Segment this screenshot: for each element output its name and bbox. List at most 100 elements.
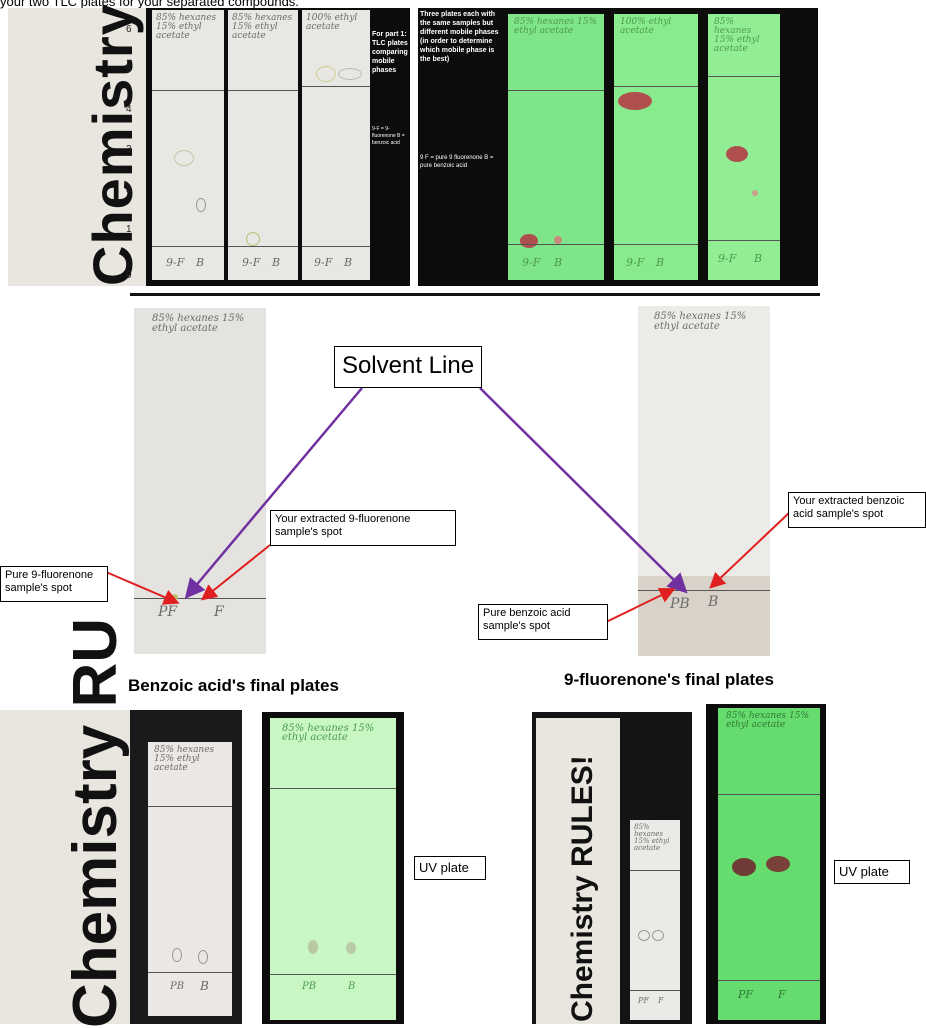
ruler [8,8,146,286]
origin-line [152,246,224,247]
callout-extracted-benzoic: Your extracted benzoic acid sample's spo… [788,492,926,528]
caption-fluorenone: 9-fluorenone's final plates [564,670,774,689]
plate-bottom-label: F [214,604,224,620]
bottom-right-uv-photo: 85% hexanes 15% ethyl acetate PF F [706,704,826,1024]
ruler [0,710,130,1024]
plate-bottom-label: PF [158,604,178,620]
plate-bottom-label: 9-F [314,256,333,269]
ruler-brand: Chemistry RU [61,618,130,1028]
sample-spot [732,858,756,876]
uv-plate: 85% hexanes 15% ethyl acetate 9-F B [508,14,604,280]
solvent-line [270,788,396,789]
solvent-line [152,90,224,91]
plate-header: 85% hexanes 15% ethyl acetate [726,711,810,730]
sample-spot [308,940,318,954]
spot-outline [196,198,206,212]
solvent-line [614,86,698,87]
ruler-number: 3 [126,144,132,155]
plate-note-legend: 9 F = pure 9 fluorenone B = pure benzoic… [420,155,494,169]
spot-outline [172,948,182,962]
solvent-line [708,76,780,77]
plate-bottom-label: B [754,252,763,265]
solvent-line [148,806,232,807]
solvent-line [718,794,820,795]
tlc-plate: 85% hexanes 15% ethyl acetate 9-F B [228,10,298,280]
plate-bottom-label: 9-F [166,256,185,269]
spot-outline [338,68,362,80]
plate-bottom-label: PB [670,596,690,612]
ruler-numbers: 6 5 4 3 2 1 0 [126,8,146,286]
uv-plate-label: UV plate [414,856,486,880]
uv-plate: 100% ethyl acetate 9-F B [614,14,698,280]
origin-line [718,980,820,981]
plate-note-legend: 9-F = 9-fluorenone B = benzoic acid [372,126,405,146]
bottom-right-photo: Chemistry RULES! 85% hexanes 15% ethyl a… [532,712,692,1024]
origin-line [228,246,298,247]
top-right-photo: Three plates each with the same samples … [418,8,818,286]
sample-spot [346,942,356,954]
plate-bottom-label: PB [170,981,185,992]
sample-spot [520,234,538,248]
plate-bottom-label: 9-F [626,256,645,269]
plate-bottom-label: F [778,988,786,1001]
ruler-number: 4 [126,104,132,115]
ruler-number: 1 [126,224,132,235]
plate-header: 85% hexanes 15% ethyl acetate [154,745,215,773]
plate-bottom-label: PF [738,988,754,1001]
sample-spot [172,594,178,600]
ruler-number: 5 [126,64,132,75]
spot-outline [198,950,208,964]
callout-pure-benzoic: Pure benzoic acid sample's spot [478,604,608,640]
solvent-line-label: Solvent Line [334,346,482,388]
plate-bottom-label: B [200,979,209,993]
origin-line [614,244,698,245]
uv-plate: 85% hexanes 15% ethyl acetate PB B [270,718,396,1020]
plate-header: 100% ethyl acetate [620,17,672,36]
uv-plate: 85% hexanes 15% ethyl acetate PF F [718,708,820,1020]
origin-line [708,240,780,241]
plate-note-title: Three plates each with the same samples … [420,11,499,63]
ruler-number: 6 [126,24,132,35]
callout-pure-fluorenone: Pure 9-fluorenone sample's spot [0,566,108,602]
plate-note-title: For part 1: TLC plates comparing mobile … [372,31,408,74]
spot-outline [652,930,664,941]
bottom-left-uv-photo: 85% hexanes 15% ethyl acetate PB B [262,712,404,1024]
ruler-brand: Chemistry RULES! [566,755,599,1022]
sample-spot [766,856,790,872]
plate-bottom-label: B [708,594,719,610]
plate-bottom-label: F [658,996,664,1005]
bottom-left-photo: Chemistry RU 85% hexanes 15% ethyl aceta… [0,618,242,1028]
plate-bottom-label: B [344,256,353,269]
ruler [536,718,620,1024]
plate-header: 100% ethyl acetate [306,13,358,32]
plate-bottom-label: B [656,256,665,269]
tlc-plate: 100% ethyl acetate 9-F B [302,10,370,280]
callout-extracted-fluorenone: Your extracted 9-fluorenone sample's spo… [270,510,456,546]
origin-line [134,598,266,599]
middle-left-plate: 85% hexanes 15% ethyl acetate PF F [134,308,266,654]
solvent-line [630,870,680,871]
plate-bottom-tint [638,576,770,656]
plate-bottom-label: B [196,256,205,269]
plate-bottom-label: 9-F [242,256,261,269]
tlc-plate: 85% hexanes 15% ethyl acetate PB B [148,742,232,1016]
origin-line [270,974,396,975]
top-left-photo: Chemistry R 6 5 4 3 2 1 0 85% hexanes 15… [8,0,410,286]
middle-right-plate: 85% hexanes 15% ethyl acetate PB B [638,306,770,656]
spot-outline [174,150,194,166]
origin-line [638,590,770,591]
plate-header: 85% hexanes 15% ethyl acetate [654,311,747,332]
plate-bottom-label: PF [638,996,649,1005]
uv-plate-label: UV plate [834,860,910,884]
ruler-number: 0 [126,270,132,281]
sample-spot [752,190,758,196]
sample-spot [554,236,562,244]
solvent-line [302,86,370,87]
caption-benzoic: Benzoic acid's final plates [128,676,339,695]
origin-line [630,990,680,991]
ruler-number: 2 [126,184,132,195]
tlc-plate: 85% hexanes 15% ethyl acetate 9-F B [152,10,224,280]
spot-outline [246,232,260,246]
plate-header: 85% hexanes 15% ethyl acetate [156,13,217,41]
plate-header: 85% hexanes 15% ethyl acetate [714,17,760,54]
